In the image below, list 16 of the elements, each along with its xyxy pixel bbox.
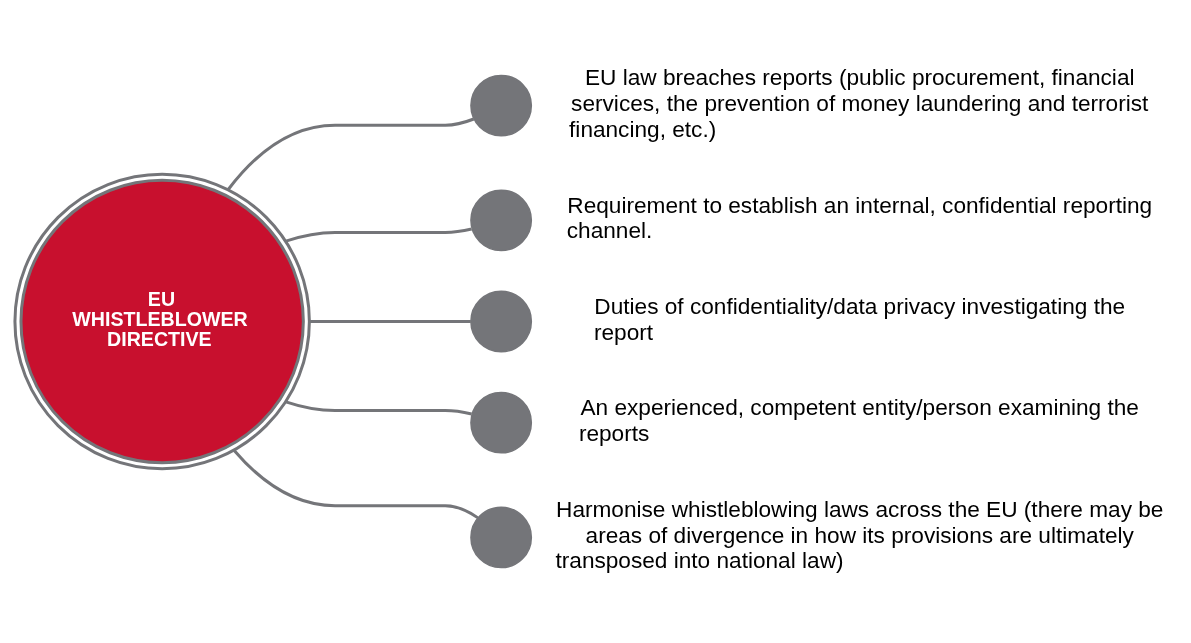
node-circle: EU WHISTLEBLOWER DIRECTIVE — [13, 172, 311, 471]
node-label: EU law breaches reports (public procurement, financial services, the prevention of money laundering and terrorist financing, etc.) — [569, 65, 1149, 142]
node-circle — [470, 189, 533, 252]
connector — [285, 227, 472, 243]
connector — [233, 449, 479, 520]
node-label: Harmonise whistleblowing laws across the EU (there may be areas of divergence in how its provisions are ultimately transposed into national law) — [555, 497, 1164, 574]
node-circle — [470, 74, 533, 137]
node-label: Duties of confidentiality/data privacy investigating the report — [593, 293, 1126, 345]
node-circle — [470, 506, 533, 569]
node-circle — [470, 290, 533, 353]
connector — [309, 320, 471, 323]
node-label: An experienced, competent entity/person examining the reports — [578, 395, 1139, 446]
connector — [227, 117, 475, 191]
connector — [285, 400, 472, 416]
node-circle — [470, 391, 533, 454]
node-label: Requirement to establish an internal, confidential reporting channel. — [566, 192, 1153, 244]
